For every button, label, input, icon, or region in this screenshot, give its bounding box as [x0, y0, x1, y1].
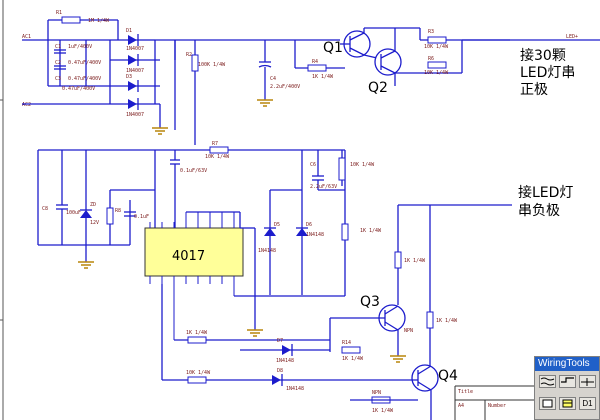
output-section: 接LED灯 串负极 1K 1/4W 1K 1/4W Q3 Q4 — [161, 184, 573, 420]
title-block-size: A4 — [458, 403, 464, 409]
r6-val: 10K 1/4W — [424, 70, 449, 76]
input-section: AC1 AC2 R1 1M 1/4W C1 1uF/400V C2 0.47uF… — [22, 10, 168, 135]
r12-ref-val: 1K 1/4W — [372, 408, 394, 414]
part-label: D1 — [582, 399, 593, 408]
svg-text:1N4007: 1N4007 — [126, 112, 144, 118]
r1-val: 1M 1/4W — [88, 18, 110, 24]
d6-val: 1N4148 — [306, 232, 324, 238]
svg-text:1N4148: 1N4148 — [286, 386, 304, 392]
r7-ref: R7 — [212, 141, 218, 147]
annotation-positive-3: 正极 — [520, 82, 548, 98]
resistor-r15: 10K 1/4W — [186, 370, 211, 384]
q3-label: Q3 — [360, 294, 380, 310]
r2-val: 100K 1/4W — [198, 62, 226, 68]
c2-ref: C2 — [55, 60, 61, 66]
c3-note: 0.47uF/400V — [62, 86, 95, 92]
c3-val: 0.47uF/400V — [68, 76, 101, 82]
diode-d3: D3 — [126, 74, 139, 92]
zd-ref: ZD — [90, 202, 96, 208]
transistor-q2: Q2 — [368, 48, 402, 96]
r4-val: 1K 1/4W — [312, 74, 334, 80]
c4-val: 2.2uF/400V — [270, 84, 300, 90]
title-block-number: Number — [488, 403, 506, 409]
c1-ref: C1 — [55, 44, 61, 50]
diode-d8: D8 1N4148 — [272, 368, 304, 392]
q4-type: NPN — [372, 390, 381, 396]
zd-val: 12V — [90, 220, 99, 226]
wiring-tools-panel[interactable]: WiringTools D1 — [534, 356, 600, 420]
r14-ref: R14 — [342, 340, 351, 346]
bus-entry-icon[interactable] — [579, 375, 596, 388]
title-block-title: Title — [458, 389, 473, 395]
junction-icon[interactable] — [559, 397, 576, 410]
d5-val: 1N4148 — [258, 248, 276, 254]
c1-val: 1uF/400V — [68, 44, 92, 50]
bus-icon[interactable] — [559, 375, 576, 388]
r5-val: 10K 1/4W — [424, 44, 449, 50]
q1-label: Q1 — [323, 40, 343, 56]
annotation-negative-2: 串负极 — [518, 203, 560, 219]
ic-4017: 4017 — [144, 212, 244, 340]
r2-ref: R2 — [186, 52, 192, 58]
control-section: R7 10K 1/4W 0.1uF/63V C8 100uF ZD 12V R8… — [37, 141, 382, 340]
r7-val: 10K 1/4W — [205, 154, 230, 160]
svg-text:D3: D3 — [126, 74, 132, 80]
annotation-positive-1: 接30颗 — [520, 47, 566, 64]
c8-val: 100uF — [66, 210, 81, 216]
power-port-icon[interactable]: D1 — [579, 397, 596, 410]
c6-ref: C6 — [310, 162, 316, 168]
transistor-q1: Q1 — [323, 30, 371, 58]
svg-text:10K 1/4W: 10K 1/4W — [186, 370, 211, 376]
svg-text:D1: D1 — [126, 28, 132, 34]
annotation-negative-1: 接LED灯 — [518, 184, 573, 201]
d5-ref: D5 — [274, 222, 280, 228]
r9-val: 10K 1/4W — [350, 162, 375, 168]
svg-text:D8: D8 — [277, 368, 283, 374]
c2-val: 0.47uF/400V — [68, 60, 101, 66]
svg-text:1N4007: 1N4007 — [126, 46, 144, 52]
c7-val: 0.1uF — [134, 214, 149, 220]
c8-ref: C8 — [42, 206, 48, 212]
svg-text:1N4148: 1N4148 — [276, 358, 294, 364]
resistor-r13: 1K 1/4W — [186, 330, 208, 344]
ic-label: 4017 — [172, 249, 205, 264]
part-icon[interactable] — [539, 397, 556, 410]
wiring-tools-title[interactable]: WiringTools — [535, 357, 599, 371]
diode-d1: D1 1N4007 — [126, 28, 144, 52]
diode-d7: D7 1N4148 — [276, 338, 294, 364]
transistor-q4: Q4 — [411, 364, 458, 392]
svg-text:D7: D7 — [277, 338, 283, 344]
svg-text:1N4007: 1N4007 — [126, 68, 144, 74]
q2-label: Q2 — [368, 80, 388, 96]
svg-text:1K 1/4W: 1K 1/4W — [186, 330, 208, 336]
r11-val: 1K 1/4W — [404, 258, 426, 264]
rail-label: LED+ — [566, 34, 578, 40]
top-rail: 100K 1/4W R2 C4 2.2uF/400V R4 1K 1/4W Q1 — [155, 27, 600, 145]
r10-val: 1K 1/4W — [360, 228, 382, 234]
d6-ref: D6 — [306, 222, 312, 228]
diode-d2: 1N4007 — [126, 54, 144, 74]
r4-ref: R4 — [312, 59, 318, 65]
r6-ref: R6 — [428, 56, 434, 62]
c5-val: 0.1uF/63V — [180, 168, 207, 174]
label-ac2: AC2 — [22, 102, 31, 108]
c6-val: 2.2uF/63V — [310, 184, 337, 190]
c4-ref: C4 — [270, 76, 276, 82]
r1-ref: R1 — [56, 10, 62, 16]
diode-d4: 1N4007 — [126, 98, 144, 118]
q3-type: NPN — [404, 328, 413, 334]
r8-ref: R8 — [115, 208, 121, 214]
label-ac1: AC1 — [22, 34, 31, 40]
r14-val: 1K 1/4W — [342, 356, 364, 362]
wire-icon[interactable] — [539, 375, 556, 388]
annotation-positive-2: LED灯串 — [520, 65, 575, 81]
c3-ref: C3 — [55, 76, 61, 82]
q4-label: Q4 — [438, 368, 458, 384]
r5-ref: R3 — [428, 29, 434, 35]
r12-val: 1K 1/4W — [436, 318, 458, 324]
